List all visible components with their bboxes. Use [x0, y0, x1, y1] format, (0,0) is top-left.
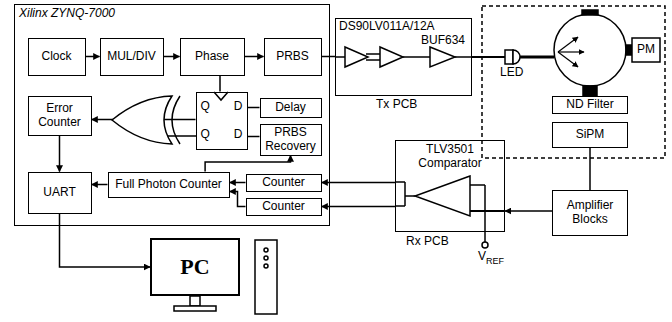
node-text: Clock	[41, 50, 71, 64]
signal-connector	[59, 136, 61, 172]
line-driver-symbols	[335, 47, 505, 67]
process-box: PRBS Recovery	[260, 124, 322, 156]
node-text: Xilinx ZYNQ-7000	[19, 7, 115, 21]
process-box: Delay	[260, 98, 322, 118]
process-box: ND Filter	[552, 96, 628, 114]
signal-connector	[589, 148, 591, 190]
pcb-box: TLV3501 ComparatorRx PCB	[395, 140, 505, 232]
signal-connector	[219, 76, 221, 92]
chip-region: Xilinx ZYNQ-7000ClockMUL/DIVPhasePRBSQDQ…	[14, 4, 330, 226]
process-box: Clock	[28, 38, 86, 76]
node-text: MUL/DIV	[107, 50, 156, 64]
node-text: Counter	[262, 176, 305, 190]
comparator-symbol	[395, 176, 505, 248]
part-label: REF	[486, 257, 504, 267]
node-text: UART	[43, 186, 75, 200]
integrating-sphere	[520, 10, 660, 96]
node-text: SiPM	[576, 128, 605, 142]
process-box: Counter	[246, 198, 322, 216]
signal-connector	[322, 206, 396, 208]
process-box: Counter	[246, 174, 322, 192]
clock-triangle	[214, 92, 228, 100]
process-box: Error Counter	[28, 96, 92, 136]
process-box: SiPM	[552, 122, 628, 148]
node-text: Amplifier Blocks	[556, 199, 624, 227]
node-text: PRBS	[276, 50, 309, 64]
node-text: PRBS Recovery	[264, 126, 318, 154]
signal-connector	[322, 182, 396, 184]
signal-connector	[205, 156, 290, 172]
node-text: Q	[197, 100, 214, 114]
node-text: Counter	[262, 200, 305, 214]
node-text: Delay	[275, 101, 306, 115]
part-label: V	[478, 250, 486, 263]
process-box: UART	[28, 172, 92, 214]
node-text: Error Counter	[32, 102, 88, 130]
process-box: Amplifier Blocks	[552, 190, 628, 236]
computer-symbol	[174, 240, 277, 314]
signal-connector	[230, 192, 246, 207]
node-text: Rx PCB	[406, 235, 449, 249]
led-symbol	[505, 50, 520, 64]
node-text: TLV3501 Comparator	[400, 143, 500, 171]
node-text: BUF634	[421, 34, 465, 48]
node-text: Full Photon Counter	[115, 178, 222, 192]
process-box: Full Photon Counter	[108, 172, 230, 198]
signal-connector	[322, 56, 336, 58]
node-text: D	[230, 100, 247, 114]
process-box: PRBS	[264, 38, 322, 76]
signal-connector	[86, 56, 100, 58]
xor-gate	[112, 96, 196, 144]
signal-connector	[230, 182, 246, 184]
signal-connector	[505, 210, 552, 212]
dark-enclosure	[482, 6, 665, 158]
flip-flop-box: Q D Q D	[196, 92, 248, 150]
signal-connector	[164, 56, 180, 58]
signal-connector	[92, 184, 108, 186]
monitor-box: PC	[150, 238, 240, 296]
node-text: PC	[180, 254, 209, 279]
pcb-box: DS90LV011A/12ABUF634Tx PCB	[335, 18, 472, 96]
part-label: LED	[500, 66, 523, 79]
node-text: Q	[197, 128, 214, 142]
node-text: Tx PCB	[376, 98, 417, 112]
process-box: Phase	[180, 38, 245, 76]
part-label: PM	[637, 43, 655, 56]
signal-connector	[245, 56, 264, 58]
signal-connector	[60, 214, 151, 268]
signal-connector	[248, 107, 260, 109]
node-text: ND Filter	[566, 98, 613, 112]
signal-connector	[248, 136, 260, 138]
node-text: Phase	[195, 50, 229, 64]
node-text: D	[230, 128, 247, 142]
process-box: MUL/DIV	[100, 38, 164, 76]
node-text: DS90LV011A/12A	[339, 20, 435, 34]
